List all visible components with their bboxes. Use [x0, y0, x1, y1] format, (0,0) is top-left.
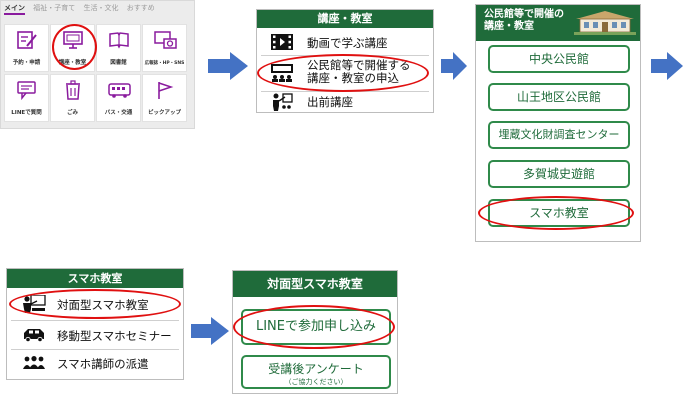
menu-item-pr-sns[interactable]: 広報誌・HP・SNS	[142, 24, 187, 72]
divider	[11, 349, 179, 350]
menu-item-pickup[interactable]: ピックアップ	[142, 74, 187, 122]
highlight-circle	[9, 289, 181, 319]
community-centers-panel: 公民館等で開催の 講座・教室 中央公民館 山王地区公民館 埋蔵文化財調査センター…	[475, 4, 641, 242]
screen-camera-icon	[154, 31, 177, 49]
highlight-circle	[233, 305, 395, 349]
menu-item-bus-transport[interactable]: バス・交通	[96, 74, 141, 122]
highlight-circle	[52, 24, 97, 70]
flow-arrow-icon	[651, 52, 683, 80]
row-label: スマホ講師の派遣	[57, 357, 149, 371]
survey-sublabel: （ご協力ください）	[284, 378, 348, 386]
menu-item-label: LINEで質問	[11, 110, 42, 116]
smartphone-class-panel: スマホ教室 対面型スマホ教室 移動型スマホセミナー スマホ講師の派遣	[6, 268, 184, 380]
highlight-circle	[478, 196, 634, 230]
flow-arrow-icon	[191, 317, 229, 345]
menu-item-label: ピックアップ	[147, 110, 181, 116]
book-icon	[109, 32, 129, 49]
video-film-icon	[271, 34, 293, 50]
lecturer-icon	[273, 93, 293, 111]
sanno-community-center-button[interactable]: 山王地区公民館	[488, 83, 630, 111]
central-community-center-button[interactable]: 中央公民館	[488, 45, 630, 73]
tab-recommended[interactable]: おすすめ	[126, 4, 155, 12]
survey-label: 受講後アンケート	[268, 362, 364, 376]
row-outreach-lectures[interactable]: 出前講座	[257, 92, 433, 112]
people-icon	[23, 356, 45, 369]
flow-arrow-icon	[208, 52, 248, 80]
tab-main[interactable]: メイン	[4, 4, 25, 15]
menu-item-label: バス・交通	[104, 110, 133, 116]
menu-item-line-question[interactable]: LINEで質問	[4, 74, 49, 122]
archaeology-center-button[interactable]: 埋蔵文化財調査センター	[488, 121, 630, 149]
building-illustration-icon	[574, 11, 636, 35]
menu-item-library[interactable]: 図書館	[96, 24, 141, 72]
menu-panel: メイン 福祉・子育て 生活・文化 おすすめ 予約・申請 講座・教室 図書館 広報…	[0, 0, 195, 129]
row-label: 移動型スマホセミナー	[57, 329, 172, 343]
row-mobile-seminar[interactable]: 移動型スマホセミナー	[7, 325, 183, 345]
tab-life-culture[interactable]: 生活・文化	[83, 4, 119, 12]
post-class-survey-button[interactable]: 受講後アンケート （ご協力ください）	[241, 355, 391, 389]
menu-item-garbage[interactable]: ごみ	[50, 74, 95, 122]
divider	[11, 320, 179, 321]
menu-item-label: ごみ	[66, 110, 78, 116]
menu-grid: 予約・申請 講座・教室 図書館 広報誌・HP・SNS LINEで質問 ごみ バス…	[4, 24, 189, 124]
menu-item-label: 広報誌・HP・SNS	[144, 61, 185, 66]
bus-icon	[108, 83, 131, 98]
trash-icon	[66, 80, 80, 100]
category-tabs: メイン 福祉・子育て 生活・文化 おすすめ	[4, 3, 161, 15]
flow-arrow-icon	[441, 52, 467, 80]
tab-welfare[interactable]: 福祉・子育て	[33, 4, 76, 12]
in-person-class-panel: 対面型スマホ教室 LINEで参加申し込み 受講後アンケート （ご協力ください）	[232, 270, 398, 394]
row-instructor-dispatch[interactable]: スマホ講師の派遣	[7, 353, 183, 373]
row-label: 出前講座	[307, 95, 353, 109]
courses-panel: 講座・教室 動画で学ぶ講座 公民館等で開催する 講座・教室の申込 出前講座	[256, 9, 434, 113]
tagajo-history-museum-button[interactable]: 多賀城史遊館	[488, 160, 630, 188]
car-icon	[24, 329, 44, 342]
panel-title: 講座・教室	[257, 10, 433, 28]
chat-bubble-icon	[17, 81, 36, 100]
flag-icon	[158, 82, 174, 99]
menu-item-label: 予約・申請	[12, 60, 41, 66]
row-label: 動画で学ぶ講座	[307, 36, 388, 50]
panel-title: 対面型スマホ教室	[233, 271, 397, 297]
menu-item-reservation[interactable]: 予約・申請	[4, 24, 49, 72]
menu-item-label: 図書館	[110, 60, 127, 66]
form-pen-icon	[17, 31, 37, 49]
panel-title: スマホ教室	[7, 269, 183, 288]
highlight-circle	[257, 54, 429, 92]
row-video-courses[interactable]: 動画で学ぶ講座	[257, 32, 433, 52]
